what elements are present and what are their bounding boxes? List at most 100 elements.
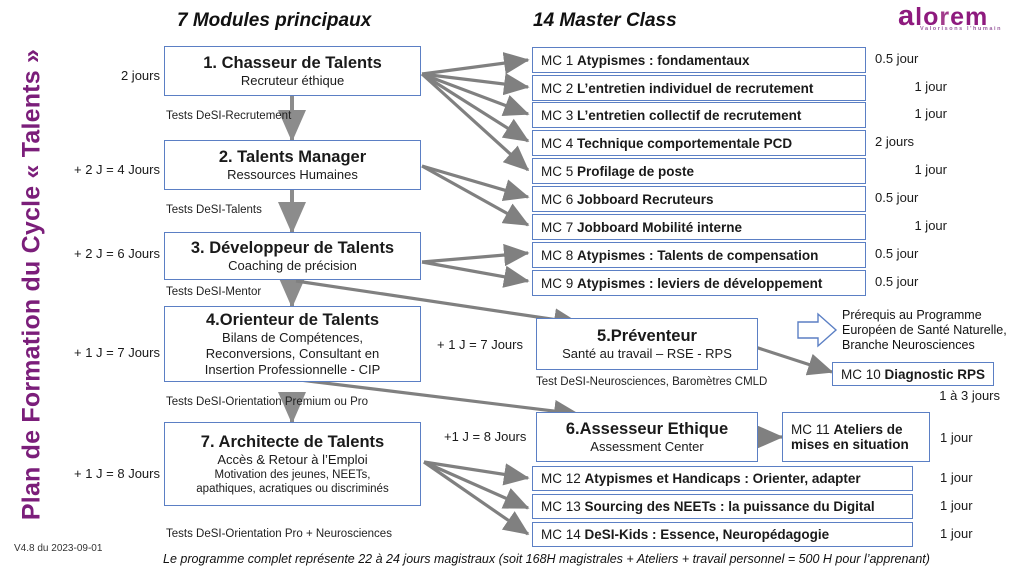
masterclass-box-6[interactable]: MC 6 Jobboard Recruteurs bbox=[532, 186, 866, 212]
masterclass-duration-10: 1 à 3 jours bbox=[939, 388, 1000, 403]
footer-summary: Le programme complet représente 22 à 24 … bbox=[163, 552, 930, 566]
module-box-3[interactable]: 3. Développeur de Talents Coaching de pr… bbox=[164, 232, 421, 280]
masterclass-name-11-line2: mises en situation bbox=[791, 437, 909, 452]
masterclass-code-5: MC 5 bbox=[541, 163, 574, 179]
masterclass-label-13: MC 13 Sourcing des NEETs : la puissance … bbox=[541, 499, 875, 514]
masterclass-code-8: MC 8 bbox=[541, 247, 574, 263]
masterclass-code-9: MC 9 bbox=[541, 275, 574, 291]
masterclass-name-10: Diagnostic RPS bbox=[884, 366, 986, 382]
masterclass-name-14: DeSI-Kids : Essence, Neuropédagogie bbox=[584, 527, 830, 542]
module-subtitle-7-line2: Motivation des jeunes, NEETs, bbox=[214, 468, 371, 481]
masterclass-code-3: MC 3 bbox=[541, 107, 574, 123]
logo-tagline: Valorisons l'humain bbox=[920, 26, 1003, 32]
chevron-right-icon bbox=[797, 312, 838, 348]
module-title-5: 5.Préventeur bbox=[597, 326, 697, 345]
masterclass-code-14: MC 14 bbox=[541, 527, 581, 542]
masterclass-duration-5: 1 jour bbox=[914, 162, 947, 177]
module-box-2[interactable]: 2. Talents Manager Ressources Humaines bbox=[164, 140, 421, 190]
module-title-6: 6.Assesseur Ethique bbox=[565, 419, 729, 438]
masterclass-box-1[interactable]: MC 1 Atypismes : fondamentaux bbox=[532, 47, 866, 73]
module-box-4[interactable]: 4.Orienteur de Talents Bilans de Compéte… bbox=[164, 306, 421, 382]
module-box-5[interactable]: 5.Préventeur Santé au travail – RSE - RP… bbox=[536, 318, 758, 370]
test-label-5: Test DeSI-Neurosciences, Baromètres CMLD bbox=[536, 376, 768, 388]
masterclass-duration-7: 1 jour bbox=[914, 218, 947, 233]
masterclass-duration-4: 2 jours bbox=[875, 134, 915, 149]
masterclass-code-1: MC 1 bbox=[541, 52, 574, 68]
logo-letter-a: a bbox=[898, 0, 916, 32]
masterclass-code-12: MC 12 bbox=[541, 471, 581, 486]
masterclass-name-1: Atypismes : fondamentaux bbox=[577, 52, 750, 68]
masterclass-box-5[interactable]: MC 5 Profilage de poste bbox=[532, 158, 866, 184]
module-subtitle-4-line2: Reconversions, Consultant en bbox=[205, 345, 380, 361]
masterclass-name-7: Jobboard Mobilité interne bbox=[577, 219, 743, 235]
masterclass-box-10[interactable]: MC 10 Diagnostic RPS bbox=[832, 362, 994, 386]
module-subtitle-6: Assessment Center bbox=[590, 438, 704, 454]
masterclass-label-4: MC 4 Technique comportementale PCD bbox=[541, 136, 792, 151]
masterclass-box-14[interactable]: MC 14 DeSI-Kids : Essence, Neuropédagogi… bbox=[532, 522, 913, 547]
module-title-4: 4.Orienteur de Talents bbox=[206, 310, 379, 329]
masterclass-label-12: MC 12 Atypismes et Handicaps : Orienter,… bbox=[541, 471, 861, 486]
cumul-label-module-2: + 2 J = 4 Jours bbox=[74, 162, 160, 177]
masterclass-name-12: Atypismes et Handicaps : Orienter, adapt… bbox=[584, 471, 861, 486]
logo-wordmark: alorem bbox=[898, 2, 1016, 31]
masterclass-name-6: Jobboard Recruteurs bbox=[577, 191, 714, 207]
masterclass-label-9: MC 9 Atypismes : leviers de développemen… bbox=[541, 276, 822, 291]
masterclass-box-9[interactable]: MC 9 Atypismes : leviers de développemen… bbox=[532, 270, 866, 296]
cumul-label-module-1: 2 jours bbox=[120, 68, 160, 83]
module-subtitle-2: Ressources Humaines bbox=[227, 166, 358, 182]
module-subtitle-4-line3: Insertion Professionnelle - CIP bbox=[204, 361, 381, 377]
test-label-1: Tests DeSI-Recrutement bbox=[166, 110, 292, 122]
masterclass-box-12[interactable]: MC 12 Atypismes et Handicaps : Orienter,… bbox=[532, 466, 913, 491]
masterclass-duration-8: 0.5 jour bbox=[875, 246, 919, 261]
masterclass-label-7: MC 7 Jobboard Mobilité interne bbox=[541, 220, 742, 235]
masterclass-label-6: MC 6 Jobboard Recruteurs bbox=[541, 192, 714, 207]
module-subtitle-5: Santé au travail – RSE - RPS bbox=[562, 345, 732, 361]
masterclass-code-6: MC 6 bbox=[541, 191, 574, 207]
masterclass-box-3[interactable]: MC 3 L’entretien collectif de recrutemen… bbox=[532, 102, 866, 128]
cumul-label-module-4: + 1 J = 7 Jours bbox=[74, 345, 160, 360]
masterclass-duration-12: 1 jour bbox=[940, 470, 973, 485]
masterclass-label-8: MC 8 Atypismes : Talents de compensation bbox=[541, 248, 818, 263]
masterclass-label-2: MC 2 L’entretien individuel de recruteme… bbox=[541, 81, 813, 96]
module-subtitle-7-line1: Accès & Retour à l’Emploi bbox=[217, 451, 368, 467]
masterclass-label-5: MC 5 Profilage de poste bbox=[541, 164, 694, 179]
masterclass-duration-13: 1 jour bbox=[940, 498, 973, 513]
masterclass-box-2[interactable]: MC 2 L’entretien individuel de recruteme… bbox=[532, 75, 866, 101]
logo-letter-m: m bbox=[965, 3, 989, 31]
alorem-logo: alorem Valorisons l'humain bbox=[898, 2, 1016, 38]
masterclass-code-13: MC 13 bbox=[541, 499, 581, 514]
test-label-4: Tests DeSI-Orientation Premium ou Pro bbox=[166, 396, 368, 408]
masterclass-box-4[interactable]: MC 4 Technique comportementale PCD bbox=[532, 130, 866, 156]
module-box-6[interactable]: 6.Assesseur Ethique Assessment Center bbox=[536, 412, 758, 462]
module-box-7[interactable]: 7. Architecte de Talents Accès & Retour … bbox=[164, 422, 421, 506]
masterclass-box-7[interactable]: MC 7 Jobboard Mobilité interne bbox=[532, 214, 866, 240]
masterclass-code-10: MC 10 bbox=[841, 366, 881, 382]
masterclass-name-5: Profilage de poste bbox=[577, 163, 695, 179]
masterclass-code-7: MC 7 bbox=[541, 219, 574, 235]
test-label-2: Tests DeSI-Talents bbox=[166, 204, 262, 216]
cumul-label-module-6: +1 J = 8 Jours bbox=[444, 429, 527, 444]
module-box-1[interactable]: 1. Chasseur de Talents Recruteur éthique bbox=[164, 46, 421, 96]
version-label: V4.8 du 2023-09-01 bbox=[14, 543, 103, 554]
module-title-3: 3. Développeur de Talents bbox=[190, 238, 395, 257]
prerequisite-line-3: Branche Neurosciences bbox=[842, 338, 975, 352]
masterclass-duration-14: 1 jour bbox=[940, 526, 973, 541]
masterclass-code-2: MC 2 bbox=[541, 80, 574, 96]
masterclass-name-9: Atypismes : leviers de développement bbox=[577, 275, 823, 291]
column-header-modules: 7 Modules principaux bbox=[177, 10, 372, 31]
masterclass-label-10: MC 10 Diagnostic RPS bbox=[841, 367, 985, 382]
logo-letter-o: o bbox=[923, 3, 940, 31]
module-subtitle-4-line1: Bilans de Compétences, bbox=[222, 329, 363, 345]
prerequisite-line-2: Européen de Santé Naturelle, bbox=[842, 323, 1007, 337]
masterclass-box-13[interactable]: MC 13 Sourcing des NEETs : la puissance … bbox=[532, 494, 913, 519]
masterclass-duration-1: 0.5 jour bbox=[875, 51, 919, 66]
cumul-label-module-5: + 1 J = 7 Jours bbox=[437, 337, 523, 352]
masterclass-name-2: L’entretien individuel de recrutement bbox=[577, 80, 814, 96]
masterclass-box-8[interactable]: MC 8 Atypismes : Talents de compensation bbox=[532, 242, 866, 268]
module-subtitle-3: Coaching de précision bbox=[228, 257, 357, 273]
cumul-label-module-7: + 1 J = 8 Jours bbox=[74, 466, 160, 481]
masterclass-name-11-line1: Ateliers de bbox=[833, 422, 903, 437]
logo-letter-e: e bbox=[950, 3, 966, 31]
